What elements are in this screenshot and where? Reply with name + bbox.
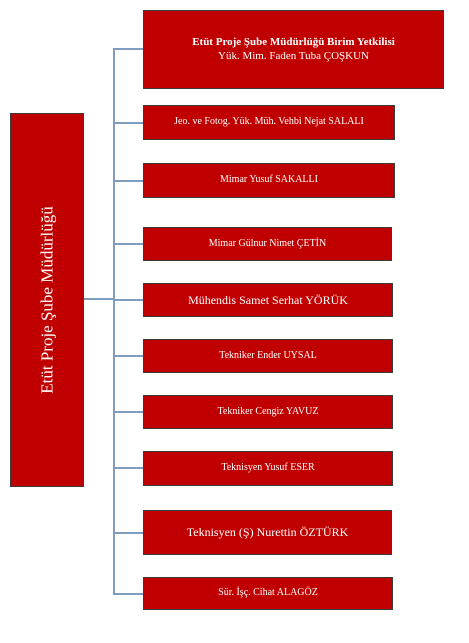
staff-box-3: Mimar Gülnur Nimet ÇETİN	[143, 227, 392, 261]
branch-line-7	[113, 467, 143, 469]
staff-label: Sür. İşç. Cihat ALAGÖZ	[218, 587, 318, 599]
staff-box-6: Tekniker Cengiz YAVUZ	[143, 395, 393, 429]
staff-box-1: Jeo. ve Fotog. Yük. Müh. Vehbi Nejat SAL…	[143, 105, 395, 140]
staff-label: Teknisyen Yusuf ESER	[221, 462, 315, 474]
branch-line-2	[113, 180, 143, 182]
staff-box-2: Mimar Yusuf SAKALLI	[143, 163, 395, 198]
root-unit-label: Etüt Proje Şube Müdürlüğü	[37, 206, 57, 394]
staff-label: Mimar Gülnur Nimet ÇETİN	[208, 237, 327, 249]
staff-box-5: Tekniker Ender UYSAL	[143, 339, 393, 373]
head-title: Etüt Proje Şube Müdürlüğü Birim Yetkilis…	[192, 35, 395, 48]
staff-label: Tekniker Ender UYSAL	[219, 349, 317, 361]
branch-line-4	[113, 299, 143, 301]
staff-label: Mühendis Samet Serhat YÖRÜK	[188, 292, 348, 307]
branch-line-3	[113, 243, 143, 245]
branch-line-head	[113, 48, 143, 50]
head-box: Etüt Proje Şube Müdürlüğü Birim Yetkilis…	[143, 10, 444, 89]
branch-line-8	[113, 532, 143, 534]
branch-line-1	[113, 122, 143, 124]
staff-label: Mimar Yusuf SAKALLI	[220, 174, 318, 186]
branch-line-6	[113, 411, 143, 413]
staff-label: Tekniker Cengiz YAVUZ	[217, 405, 319, 417]
staff-box-7: Teknisyen Yusuf ESER	[143, 451, 393, 486]
vertical-trunk-line	[113, 48, 115, 594]
staff-box-9: Sür. İşç. Cihat ALAGÖZ	[143, 577, 393, 610]
staff-label: Teknisyen (Ş) Nurettin ÖZTÜRK	[186, 525, 349, 539]
branch-line-9	[113, 593, 143, 595]
staff-box-8: Teknisyen (Ş) Nurettin ÖZTÜRK	[143, 510, 392, 555]
staff-box-4: Mühendis Samet Serhat YÖRÜK	[143, 283, 393, 317]
head-name: Yük. Mim. Faden Tuba ÇOŞKUN	[218, 49, 369, 62]
staff-label: Jeo. ve Fotog. Yük. Müh. Vehbi Nejat SAL…	[174, 116, 364, 128]
branch-line-5	[113, 355, 143, 357]
root-connector-line	[84, 298, 114, 300]
root-unit-box: Etüt Proje Şube Müdürlüğü	[10, 113, 84, 487]
